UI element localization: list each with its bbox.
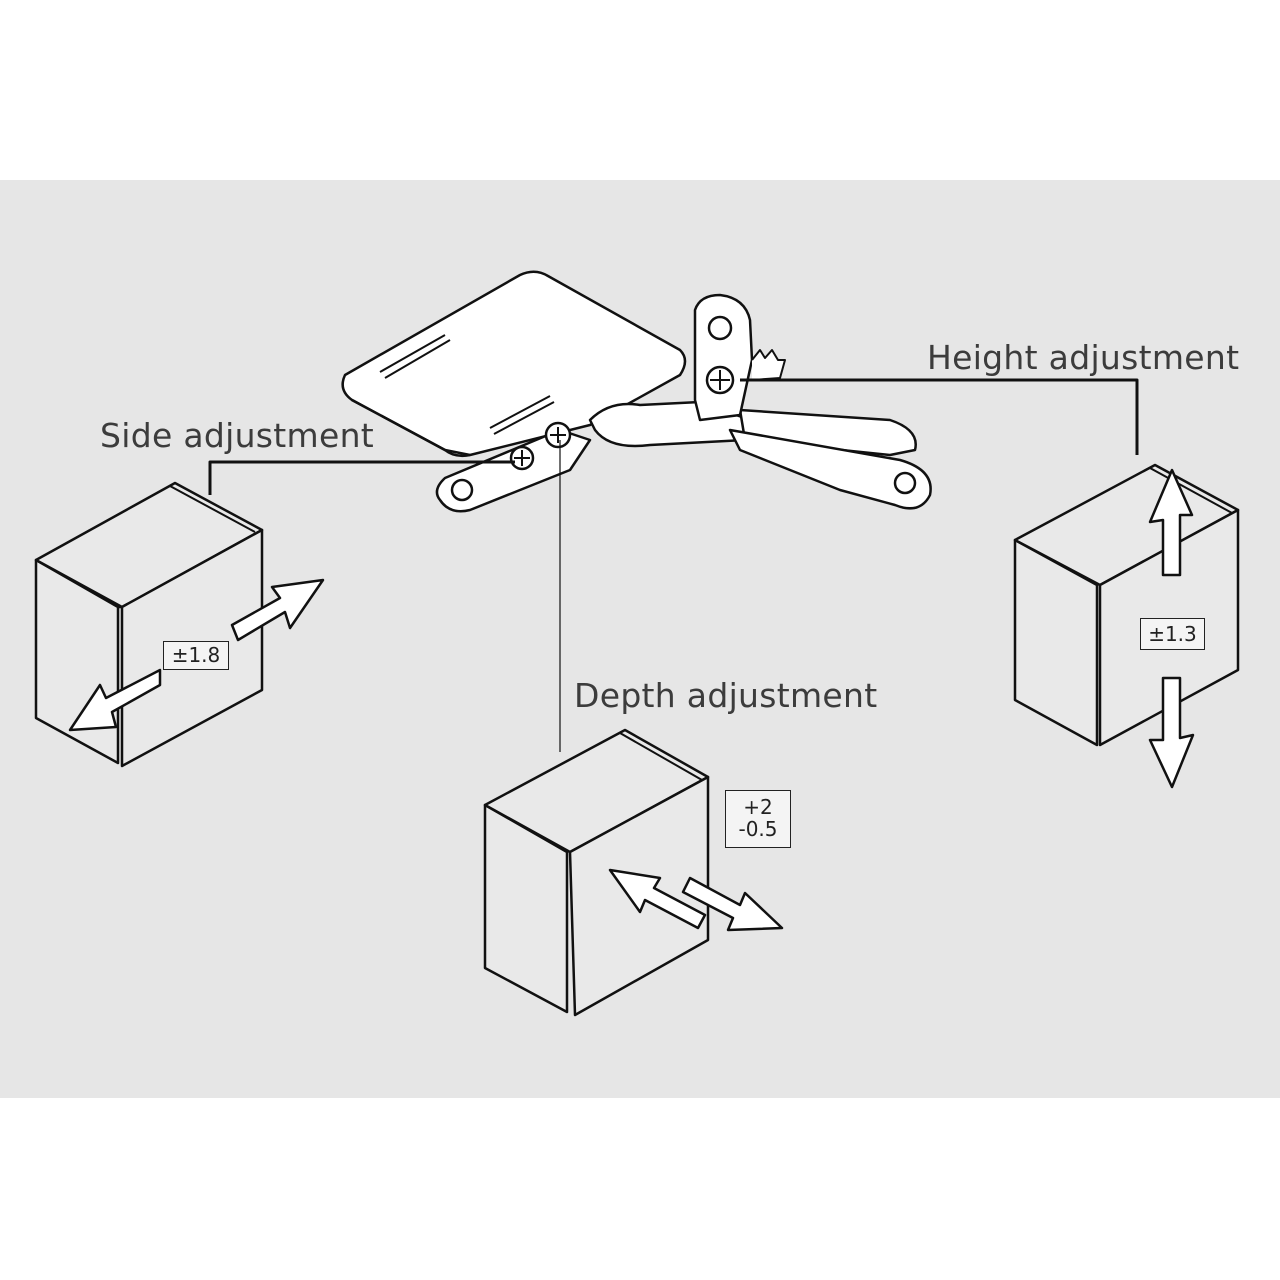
height-arrow-down (1148, 676, 1195, 789)
depth-arrow-out (681, 876, 784, 932)
side-arrow-left (68, 668, 162, 732)
depth-adjustment-label: Depth adjustment (574, 676, 878, 715)
depth-value-box: +2 -0.5 (725, 790, 791, 848)
side-value-box: ±1.8 (163, 641, 229, 670)
side-adjustment-label: Side adjustment (100, 416, 375, 455)
depth-value-minus: -0.5 (738, 817, 778, 841)
height-value-box: ±1.3 (1140, 618, 1205, 650)
side-adjustment-cabinet (34, 481, 325, 768)
height-arrow-up (1148, 468, 1194, 577)
depth-value-plus: +2 (743, 795, 773, 819)
leader-lines (208, 378, 1139, 752)
height-adjustment-cabinet (1013, 463, 1240, 789)
hinge-illustration (341, 270, 932, 513)
depth-arrow-in (608, 868, 707, 930)
depth-adjustment-cabinet (483, 728, 784, 1017)
height-adjustment-label: Height adjustment (927, 338, 1240, 377)
side-arrow-right (230, 578, 325, 642)
